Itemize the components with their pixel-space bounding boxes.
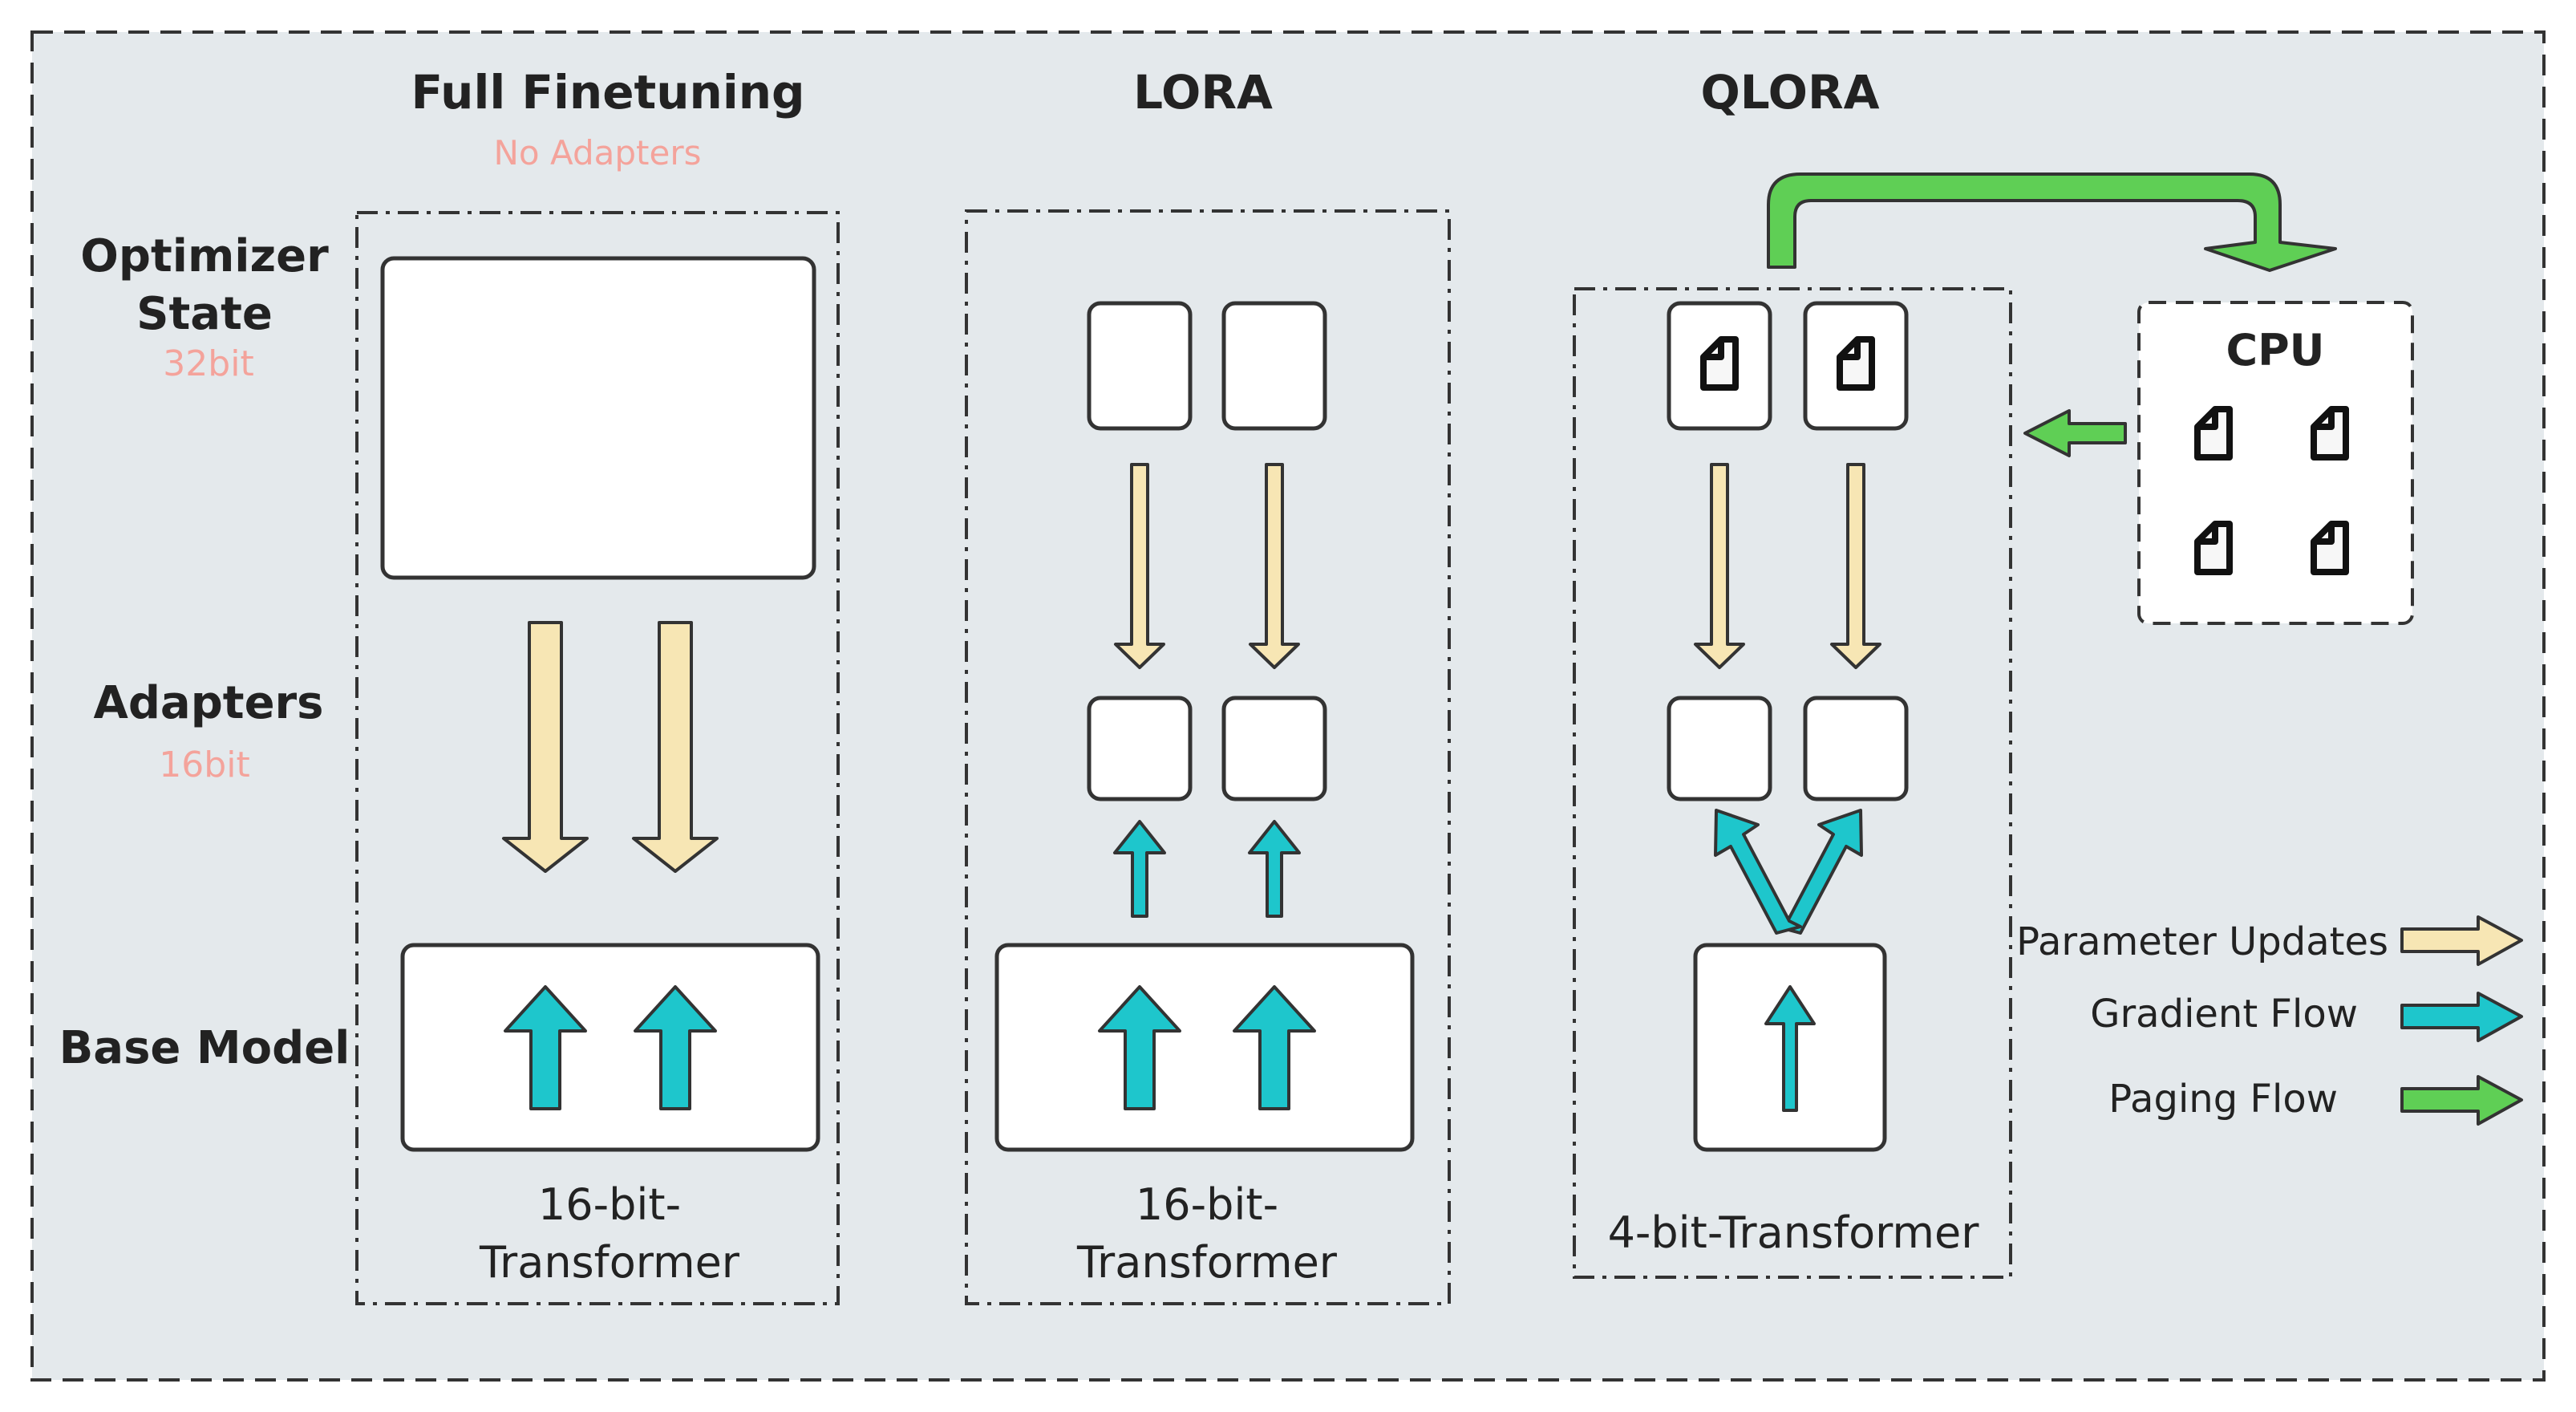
gradient-flow-arrow (1098, 985, 1181, 1110)
optimizer-state-block (380, 256, 816, 580)
no-adapters-subtitle: No Adapters (494, 133, 702, 172)
qlora-adapter-block (1667, 696, 1772, 801)
gradient-flow-arrow (1113, 820, 1166, 918)
gradient-flow-arrow (1248, 820, 1301, 918)
qlora-panel (1573, 287, 2012, 1279)
lora-optimizer-block (1087, 301, 1193, 431)
base-model-label: Base Model (59, 1022, 350, 1074)
gradient-flow-arrow (1775, 809, 1863, 935)
parameter-update-arrow (1830, 463, 1881, 669)
paging-flow-arrow (1767, 172, 2337, 272)
parameter-update-arrow (1249, 463, 1300, 669)
parameter-update-arrow (1694, 463, 1745, 669)
paging-flow-arrow (2023, 409, 2127, 457)
gradient-flow-arrow (1233, 985, 1316, 1110)
adapters-label: Adapters (94, 677, 324, 729)
qlora-adapter-block (1803, 696, 1909, 801)
gradient-flow-arrow (504, 985, 587, 1110)
lora-panel (965, 209, 1451, 1305)
gradient-flow-arrow (1714, 809, 1802, 935)
lora-transformer-caption-line2: Transformer (1076, 1237, 1338, 1288)
lora-optimizer-block (1221, 301, 1327, 431)
parameter-update-arrow (632, 621, 719, 873)
lora-title: LORA (1133, 65, 1273, 120)
qlora-title: QLORA (1700, 65, 1879, 120)
legend-paging-flow-arrow (2400, 1075, 2523, 1126)
lora-adapter-block (1087, 696, 1193, 801)
legend-gradient-flow-label: Gradient Flow (2090, 992, 2358, 1037)
gradient-flow-arrow (634, 985, 717, 1110)
lora-adapter-block (1221, 696, 1327, 801)
legend-parameter-updates-label: Parameter Updates (2016, 919, 2388, 964)
qlora-transformer-caption: 4-bit-Transformer (1608, 1207, 1980, 1258)
full-transformer-caption-line2: Transformer (479, 1237, 740, 1288)
optimizer-state-label: Optimizer (80, 230, 329, 282)
full-finetuning-panel (355, 211, 840, 1305)
optimizer-bits-label: 32bit (163, 343, 253, 384)
full-transformer-caption: 16-bit- (538, 1179, 681, 1230)
lora-transformer-caption: 16-bit- (1136, 1179, 1278, 1230)
base-model-block (400, 943, 820, 1152)
optimizer-state-label-line2: State (136, 288, 273, 340)
adapters-bits-label: 16bit (159, 745, 249, 785)
legend-paging-flow-label: Paging Flow (2108, 1077, 2338, 1122)
gradient-flow-arrow (1764, 985, 1816, 1112)
cpu-label: CPU (2226, 325, 2324, 375)
full-finetuning-title: Full Finetuning (411, 65, 804, 120)
legend-parameter-updates-arrow (2400, 915, 2523, 966)
legend-gradient-flow-arrow (2400, 992, 2523, 1042)
parameter-update-arrow (1114, 463, 1165, 669)
lora-base-model-block (994, 943, 1415, 1152)
parameter-update-arrow (502, 621, 589, 873)
